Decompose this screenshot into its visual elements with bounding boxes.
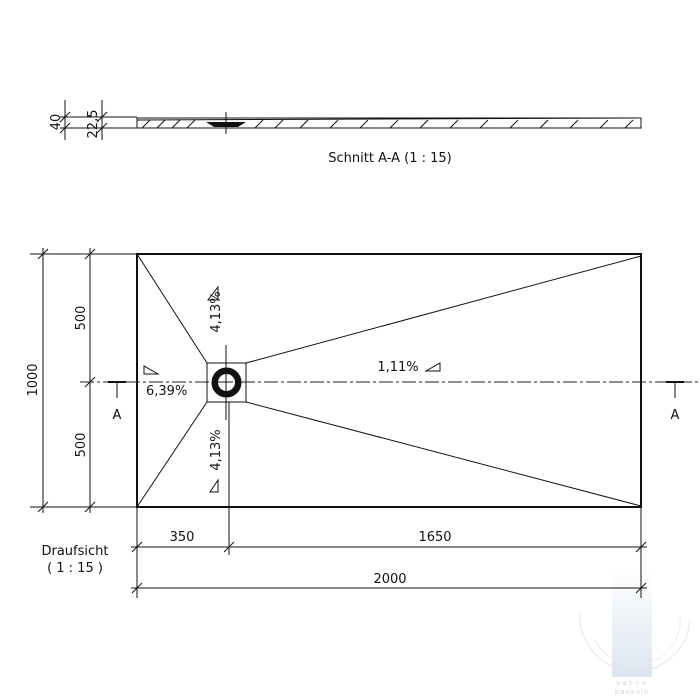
section-outline <box>136 117 642 129</box>
section-marker-right: A <box>666 381 684 423</box>
section-mark-label: A <box>671 408 680 423</box>
dim-to-drain: 350 <box>170 530 195 545</box>
dimension-lines-left <box>30 248 137 513</box>
section-mark-label: A <box>113 408 122 423</box>
section-marker-left: A <box>108 381 126 423</box>
slope-label-left: 6,39% <box>146 384 187 399</box>
watermark-text-2: pasaule <box>615 688 649 696</box>
slope-label-top: 4,13% <box>209 291 224 332</box>
dim-from-drain: 1650 <box>418 530 451 545</box>
section-view: 40 22,5 Schnitt A-A (1 : 15) <box>49 100 642 166</box>
dim-half-top: 500 <box>74 306 89 331</box>
plan-title: Draufsicht <box>41 544 108 559</box>
section-title: Schnitt A-A (1 : 15) <box>328 151 451 166</box>
dimension-lines-bottom <box>131 402 647 598</box>
plan-view: 6,39% 4,13% 4,13% 1,11% A A 1000 500 <box>26 248 700 598</box>
slope-label-long: 1,11% <box>377 360 418 375</box>
watermark-logo: vannu pasaule <box>579 572 691 696</box>
slope-triangle-icon <box>206 285 219 301</box>
plan-scale: ( 1 : 15 ) <box>47 561 103 576</box>
dim-section-base: 22,5 <box>86 110 101 139</box>
slope-triangle-icon <box>424 362 441 372</box>
dim-length-total: 2000 <box>373 572 406 587</box>
slope-lines <box>136 253 642 508</box>
tray-outline <box>136 253 642 508</box>
slope-triangle-icon <box>143 365 160 375</box>
slope-label-bottom: 4,13% <box>209 429 224 470</box>
drain-icon <box>206 362 247 403</box>
dim-section-height: 40 <box>49 114 64 131</box>
dim-half-bottom: 500 <box>74 433 89 458</box>
dim-width-total: 1000 <box>26 363 41 396</box>
section-hatch <box>141 119 634 129</box>
slope-triangle-icon <box>209 478 219 493</box>
watermark-text-1: vannu <box>616 679 648 687</box>
